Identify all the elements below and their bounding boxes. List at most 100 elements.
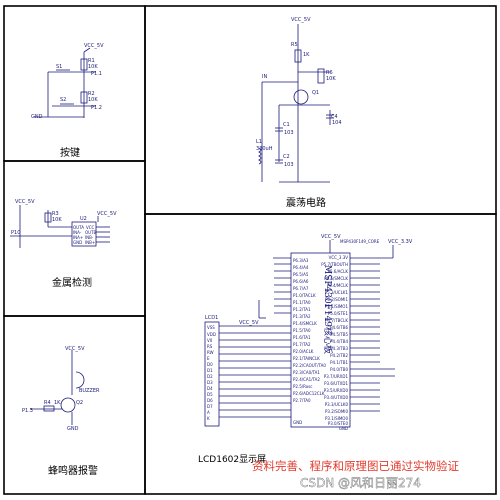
keys-s2: S2 <box>60 97 66 103</box>
keys-s1: S1 <box>56 64 62 70</box>
svg-text:K: K <box>207 416 210 421</box>
osc-title: 震荡电路 <box>286 196 326 209</box>
svg-text:P4.2/TB2: P4.2/TB2 <box>330 353 348 358</box>
svg-text:P2.3/CA0/TA1: P2.3/CA0/TA1 <box>293 370 320 375</box>
osc-circuit <box>258 24 334 183</box>
osc-lv: 330uH <box>256 146 273 152</box>
buzzer-pwr: VCC_5V <box>65 346 85 352</box>
keys-r1: R1 <box>88 58 95 64</box>
mcu-core-pins-left: P6.3/A3 P6.4/A4 P6.5/A5 P6.6/A6 P6.7/A7 … <box>293 258 326 425</box>
osc-r5: R5 <box>291 42 298 48</box>
svg-text:P1.0/TACLK: P1.0/TACLK <box>293 293 316 298</box>
svg-text:RS: RS <box>207 344 213 349</box>
svg-text:P2.2/CAOUT/TA0: P2.2/CAOUT/TA0 <box>293 363 326 368</box>
panel-frames <box>3 5 497 495</box>
svg-text:P2.7/TA0: P2.7/TA0 <box>293 398 311 403</box>
metal-r: R3 <box>52 211 59 217</box>
svg-text:D7: D7 <box>207 404 213 409</box>
svg-text:P3.1/SIMO0: P3.1/SIMO0 <box>325 416 348 421</box>
keys-gnd: GND <box>31 114 43 120</box>
svg-text:P4.4/TB4: P4.4/TB4 <box>330 339 348 344</box>
svg-text:P5.1/SIMO1: P5.1/SIMO1 <box>325 304 348 309</box>
svg-text:P5.4/MCLK: P5.4/MCLK <box>327 283 349 288</box>
svg-text:INA-: INA- <box>73 230 82 235</box>
mcu-pwr2: VCC_3.3V <box>388 239 413 245</box>
svg-text:INB-: INB- <box>85 235 94 240</box>
osc-r6: R6 <box>326 70 333 76</box>
svg-text:P6.4/A4: P6.4/A4 <box>293 265 309 270</box>
svg-text:P5.3/UCLK1: P5.3/UCLK1 <box>325 290 349 295</box>
keys-r1v: 10K <box>88 64 98 70</box>
svg-text:P3.4/UTXD0: P3.4/UTXD0 <box>324 395 348 400</box>
keys-labels: VCC_5V R1 10K R2 10K S1 S2 P1.1 P1.2 GND <box>31 43 104 120</box>
buzzer-bz: BUZZER <box>79 388 100 394</box>
svg-text:D1: D1 <box>207 368 213 373</box>
osc-pwr: VCC_5V <box>291 17 311 23</box>
svg-text:VDD: VDD <box>207 332 216 337</box>
osc-l: L1 <box>256 139 262 145</box>
osc-labels: VCC_5V R5 1K R6 10K IN Q1 C4 104 C1 103 … <box>256 17 342 168</box>
svg-text:P2.4/CA1/TA2: P2.4/CA1/TA2 <box>293 377 320 382</box>
svg-text:P6.7/A7: P6.7/A7 <box>293 286 309 291</box>
mcu-core-label: MSP430F149核心板 <box>322 265 334 354</box>
svg-text:P1.4/SMCLK: P1.4/SMCLK <box>293 321 317 326</box>
svg-text:D0: D0 <box>207 362 213 367</box>
svg-text:P4.3/TB3: P4.3/TB3 <box>330 346 348 351</box>
svg-text:D5: D5 <box>207 392 213 397</box>
svg-text:OUTA: OUTA <box>73 225 84 230</box>
svg-text:P4.5/TB5: P4.5/TB5 <box>330 332 348 337</box>
svg-text:P1.5/TA0: P1.5/TA0 <box>293 328 311 333</box>
mcu-core-pins-right: VCC_3.3V P5.7/TBOUTH P5.6/ACLK P5.5/SMCL… <box>321 255 348 431</box>
osc-c2v: 103 <box>284 162 294 168</box>
metal-p: P10 <box>11 230 20 236</box>
svg-text:D2: D2 <box>207 374 213 379</box>
buzzer-gnd: GND <box>67 426 79 432</box>
keys-circuit <box>34 47 96 118</box>
keys-p2: P1.2 <box>91 105 102 111</box>
svg-text:VCC_3.3V: VCC_3.3V <box>329 255 349 260</box>
svg-text:P1.3/TA2: P1.3/TA2 <box>293 314 311 319</box>
svg-text:GND: GND <box>73 240 82 245</box>
svg-text:D3: D3 <box>207 380 213 385</box>
mcu-pin-lines-left <box>274 263 291 314</box>
buzzer-p: P1.3 <box>22 408 33 414</box>
svg-text:D4: D4 <box>207 386 213 391</box>
svg-text:A: A <box>207 410 210 415</box>
svg-text:P5.7/TBOUTH: P5.7/TBOUTH <box>321 262 348 267</box>
keys-p1: P1.1 <box>91 71 102 77</box>
svg-text:GND: GND <box>339 426 348 431</box>
svg-text:P6.3/A3: P6.3/A3 <box>293 258 309 263</box>
svg-text:P6.5/A5: P6.5/A5 <box>293 272 309 277</box>
svg-text:P4.0/TB0: P4.0/TB0 <box>330 367 348 372</box>
osc-c: C4 <box>331 114 338 120</box>
svg-text:P2.5/Rosc: P2.5/Rosc <box>293 384 312 389</box>
svg-text:P3.6/UTXD1: P3.6/UTXD1 <box>324 381 348 386</box>
mcu-circuit <box>204 240 394 428</box>
svg-text:P1.7/TA2: P1.7/TA2 <box>293 342 311 347</box>
svg-text:GND: GND <box>293 420 302 425</box>
svg-text:P3.7/URXD1: P3.7/URXD1 <box>324 374 349 379</box>
svg-text:P2.0/ACLK: P2.0/ACLK <box>293 349 314 354</box>
metal-u: U2 <box>80 216 87 222</box>
metal-labels: VCC_5V VCC_5V P10 R3 10K U2 OUTA INA- IN… <box>11 199 117 245</box>
mcu-pwr: VCC_5V <box>321 234 341 240</box>
svg-text:D6: D6 <box>207 398 213 403</box>
svg-text:VCC: VCC <box>86 225 95 230</box>
svg-text:P2.1/TAINCLK: P2.1/TAINCLK <box>293 356 320 361</box>
svg-text:INB+: INB+ <box>85 240 95 245</box>
buzzer-labels: VCC_5V BUZZER R4 1K Q2 P1.3 GND <box>22 346 100 432</box>
keys-r2: R2 <box>88 91 95 97</box>
osc-c1: C1 <box>283 122 290 128</box>
svg-text:P1.2/TA1: P1.2/TA1 <box>293 307 311 312</box>
svg-text:P1.6/TA1: P1.6/TA1 <box>293 335 311 340</box>
svg-text:P3.2/SOMI0: P3.2/SOMI0 <box>325 409 348 414</box>
metal-pwr2: VCC_5V <box>97 211 117 217</box>
buzzer-r: R4 <box>44 400 51 406</box>
svg-text:E: E <box>207 356 210 361</box>
svg-text:P3.0/STE0: P3.0/STE0 <box>328 421 349 426</box>
svg-text:P3.3/UCLK0: P3.3/UCLK0 <box>325 402 349 407</box>
svg-text:P5.6/ACLK: P5.6/ACLK <box>328 269 349 274</box>
svg-text:VSS: VSS <box>207 325 215 330</box>
lcd-title: LCD1602显示屏 <box>198 454 266 465</box>
